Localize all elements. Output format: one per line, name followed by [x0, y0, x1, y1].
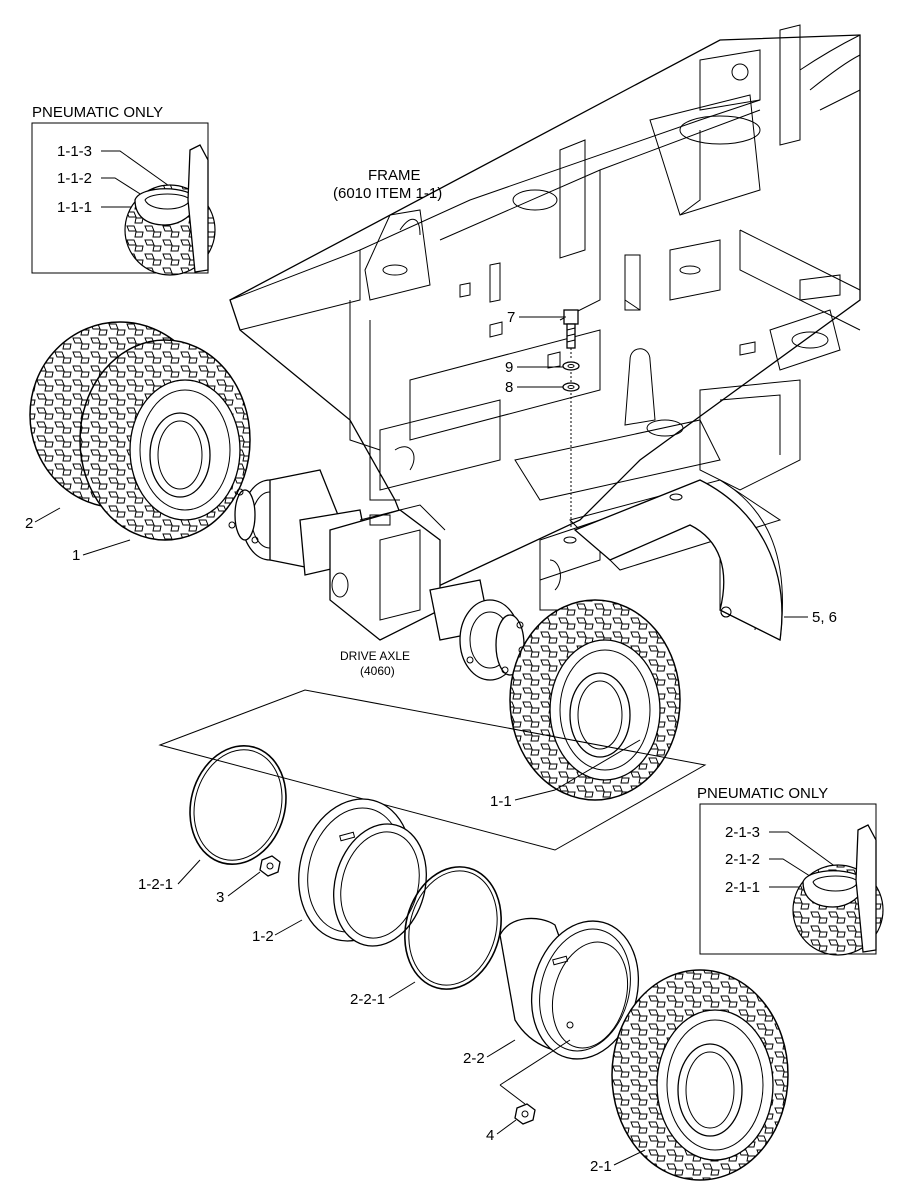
left-dual-tires	[29, 321, 251, 541]
callout-1-2: 1-2	[252, 928, 274, 945]
callout-7: 7	[507, 309, 515, 326]
rim-half-2-2	[499, 917, 640, 1060]
callout-2-1: 2-1	[590, 1158, 612, 1175]
inset-top: PNEUMATIC ONLY 1-1-3 1-1-2 1-1-1	[31, 104, 216, 276]
callout-3: 3	[216, 889, 224, 906]
ring-2-2-1	[404, 866, 502, 990]
drive-axle-title: DRIVE AXLE	[340, 649, 410, 663]
callout-9: 9	[505, 359, 513, 376]
frame-ref: (6010 ITEM 1-1)	[333, 185, 442, 202]
inset-right-label-3: 2-1-1	[725, 879, 760, 896]
drive-axle-drawing	[228, 469, 526, 681]
inset-right-title: PNEUMATIC ONLY	[697, 785, 828, 802]
ring-1-2-1	[189, 744, 287, 866]
nut-4-guide	[499, 1039, 571, 1105]
callout-2-2: 2-2	[463, 1050, 485, 1067]
callout-1-2-1: 1-2-1	[138, 876, 173, 893]
callout-8: 8	[505, 379, 513, 396]
callout-2-2-1: 2-2-1	[350, 991, 385, 1008]
inset-top-label-1: 1-1-3	[57, 143, 92, 160]
drive-axle-ref: (4060)	[360, 664, 395, 678]
tire-2-1	[611, 969, 789, 1181]
callout-1-1: 1-1	[490, 793, 512, 810]
assembly-bracket	[158, 689, 707, 851]
right-tire	[509, 599, 681, 801]
frame-title: FRAME	[368, 167, 421, 184]
fender-drawing	[573, 479, 783, 641]
inset-right-label-2: 2-1-2	[725, 851, 760, 868]
inset-top-label-3: 1-1-1	[57, 199, 92, 216]
callout-1: 1	[72, 547, 80, 564]
nut-3	[259, 855, 281, 877]
inset-top-title: PNEUMATIC ONLY	[32, 104, 163, 121]
callout-2: 2	[25, 515, 33, 532]
nut-4	[514, 1103, 536, 1125]
inset-right: PNEUMATIC ONLY 2-1-3 2-1-2 2-1-1	[697, 785, 884, 956]
callout-4: 4	[486, 1127, 494, 1144]
inset-right-label-1: 2-1-3	[725, 824, 760, 841]
frame-drawing	[229, 24, 861, 641]
inset-top-label-2: 1-1-2	[57, 170, 92, 187]
bolt-assembly	[562, 309, 580, 530]
callout-5-6: 5, 6	[812, 609, 837, 626]
rim-half-1-2	[298, 798, 427, 947]
